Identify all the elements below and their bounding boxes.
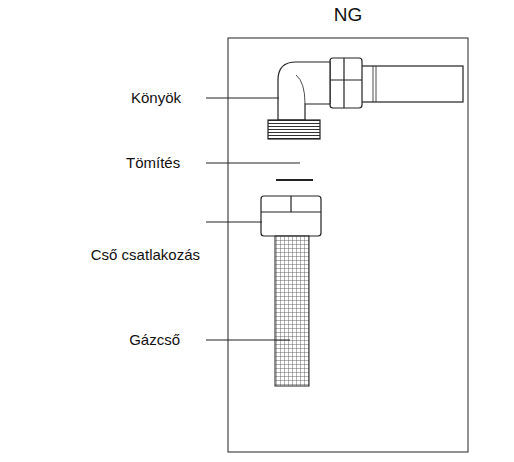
gas-hose [275,236,309,386]
supply-pipe [360,66,463,102]
frame [228,38,468,452]
leader-lines [206,98,300,340]
gasket [276,179,313,181]
title: NG [334,4,363,26]
part-label: Cső csatlakozás [91,246,200,264]
part-label: Tömítés [126,154,180,172]
elbow-nut [330,58,362,108]
part-label: Könyök [131,89,181,107]
part-label: Gázcső [129,331,180,349]
elbow [268,62,330,139]
connector-nut [261,196,321,236]
